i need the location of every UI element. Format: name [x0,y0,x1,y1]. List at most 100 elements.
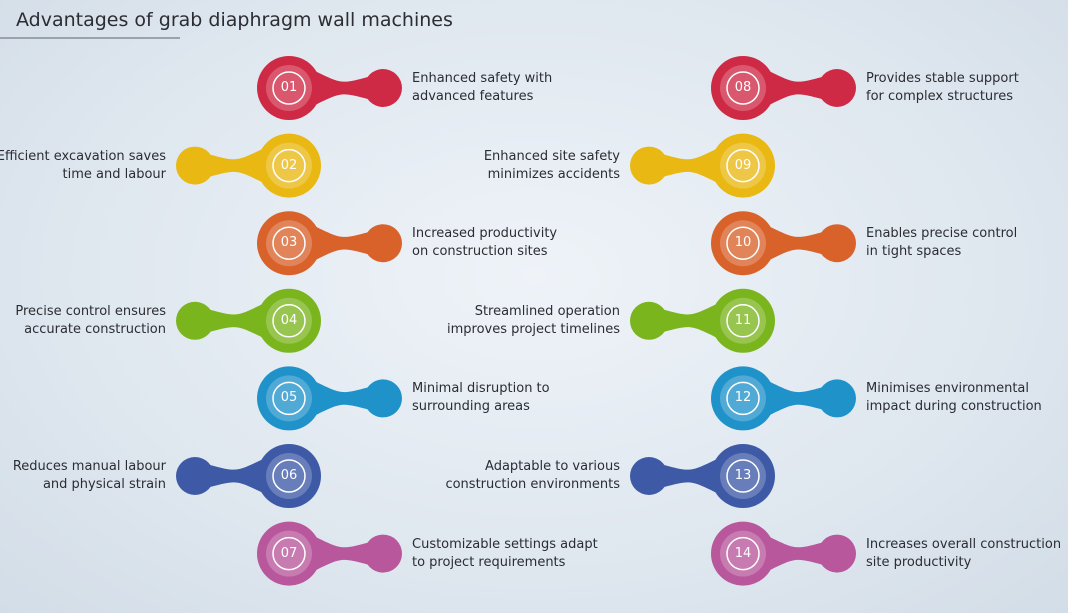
node-number: 01 [280,80,298,95]
node-number-ring [272,226,306,260]
advantage-text: Increases overall construction site prod… [866,536,1062,570]
node-circle [257,521,321,586]
connector-neck [315,226,368,261]
connector-bulb [364,379,402,418]
connector-neck [664,148,717,183]
advantage-node-08 [711,56,856,120]
node-number: 05 [280,390,298,406]
connector-neck [664,303,717,338]
advantage-text: Minimises environmental impact during co… [866,381,1042,415]
node-circle [257,444,321,508]
connector-neck [769,381,822,416]
advantage-node-12 [711,366,856,431]
connector-bulb [176,457,214,495]
connector-bulb [364,69,402,107]
connector-bulb [818,224,856,263]
advantage-node-05 [257,366,402,431]
connector-neck [210,148,263,183]
node-number: 06 [280,468,298,483]
node-number-ring [726,148,760,183]
advantage-node-03 [257,211,402,276]
node-circle [711,366,775,431]
advantage-text: Reduces manual labour and physical strai… [12,459,166,492]
page-title: Advantages of grab diaphragm wall machin… [16,9,453,31]
node-number-ring [272,536,306,571]
connector-neck [315,536,368,571]
connector-bulb [176,146,214,185]
title-underline [0,37,180,39]
node-number: 14 [734,545,752,561]
node-number: 13 [734,468,752,483]
advantage-node-11 [630,288,775,353]
node-number: 12 [734,390,752,406]
connector-neck [769,226,822,261]
node-circle [257,288,321,353]
node-circle [711,133,775,198]
node-number-ring [272,304,306,338]
advantage-text: Precise control ensures accurate constru… [15,303,166,337]
connector-bulb [364,534,402,573]
node-number-ring [272,459,306,493]
connector-neck [315,71,368,105]
node-number: 09 [734,157,752,173]
advantage-node-04 [176,288,321,353]
node-number-ring [726,71,760,105]
node-number-ring [272,148,306,183]
node-number-ring [726,459,760,493]
advantage-text: Minimal disruption to surrounding areas [412,381,550,415]
advantage-text: Enables precise control in tight spaces [866,226,1018,260]
node-number: 10 [734,235,752,251]
node-circle [711,56,775,120]
node-number-ring [272,381,306,416]
connector-bulb [818,534,856,573]
connector-bulb [818,379,856,418]
advantage-text: Streamlined operation improves project t… [447,303,620,337]
node-number: 03 [280,235,298,251]
node-circle [257,56,321,120]
connector-neck [210,303,263,338]
advantage-node-07 [257,521,402,586]
node-number: 11 [734,312,752,328]
connector-neck [210,459,263,493]
advantage-node-06 [176,444,321,508]
connector-neck [769,536,822,571]
node-number-ring [272,71,306,105]
connector-neck [315,381,368,416]
advantage-node-13 [630,444,775,508]
node-number-ring [726,381,760,416]
connector-bulb [630,146,668,185]
advantage-node-14 [711,521,856,586]
advantage-text: Enhanced site safety minimizes accidents [483,148,620,182]
connector-bulb [818,69,856,107]
advantage-node-02 [176,133,321,198]
advantage-text: Increased productivity on construction s… [412,226,558,260]
node-number-ring [726,226,760,260]
advantage-text: Efficient excavation saves time and labo… [0,148,166,182]
node-number: 02 [280,157,298,173]
advantage-text: Adaptable to various construction enviro… [445,459,620,492]
node-circle [711,288,775,353]
node-circle [257,133,321,198]
node-circle [257,211,321,276]
connector-bulb [630,457,668,495]
advantage-text: Enhanced safety with advanced features [412,71,553,104]
advantage-node-10 [711,211,856,276]
node-circle [257,366,321,431]
node-number-ring [726,536,760,571]
connector-bulb [364,224,402,263]
advantage-text: Provides stable support for complex stru… [866,71,1019,104]
advantage-node-01 [257,56,402,120]
connector-bulb [630,301,668,340]
advantage-node-09 [630,133,775,198]
node-circle [711,521,775,586]
connector-neck [769,71,822,105]
connector-neck [664,459,717,493]
connector-bulb [176,301,214,340]
advantage-text: Customizable settings adapt to project r… [412,536,598,570]
node-number: 04 [280,312,298,328]
node-number-ring [726,304,760,338]
node-circle [711,211,775,276]
node-circle [711,444,775,508]
node-number: 08 [734,80,752,95]
